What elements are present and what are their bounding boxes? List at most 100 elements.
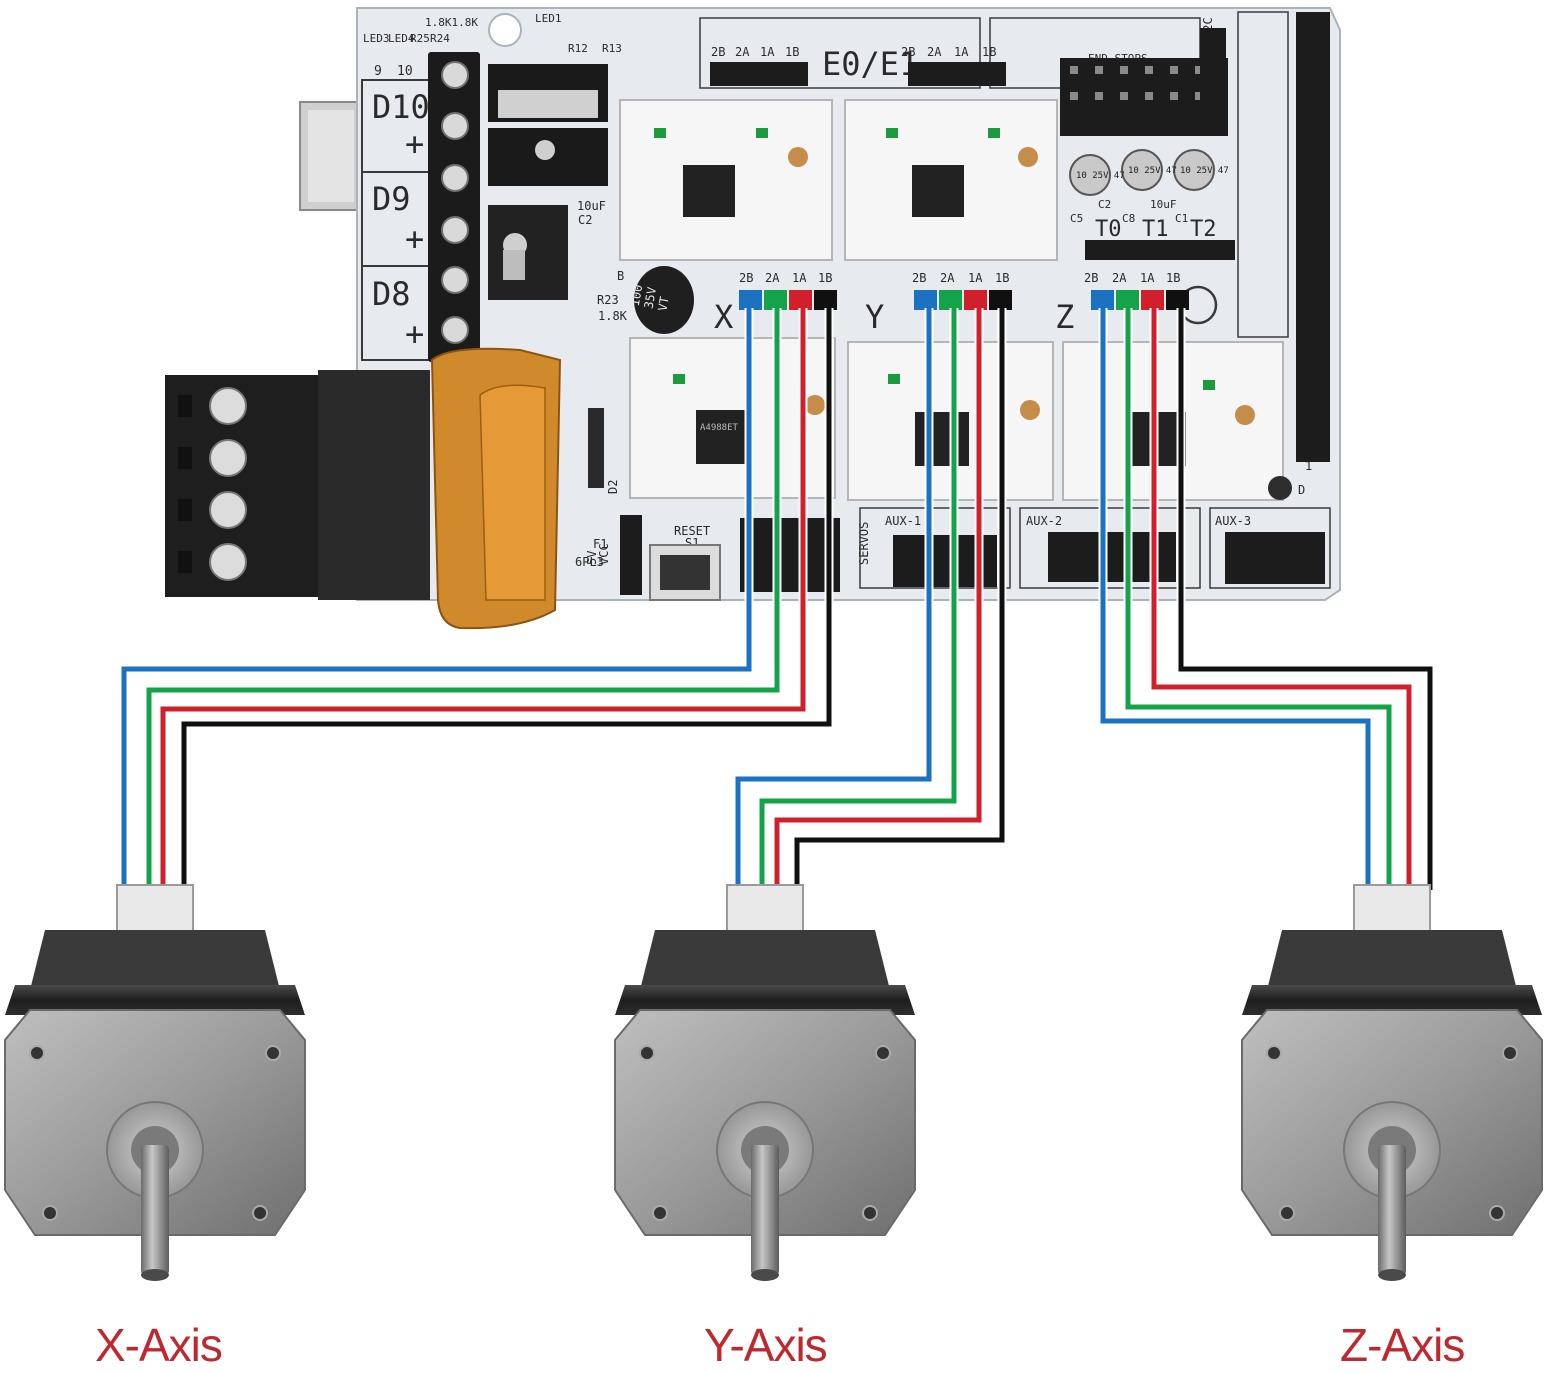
svg-text:+: +	[405, 315, 424, 353]
right-header-strip	[1200, 11, 1330, 462]
extruder-driver-2	[844, 99, 1058, 261]
svg-text:10uF: 10uF	[577, 199, 606, 213]
y-wire-black	[794, 308, 1005, 890]
z-axis-label: Z-Axis	[1340, 1319, 1465, 1371]
svg-text:R12: R12	[568, 42, 588, 55]
x-header-pin-red	[789, 290, 812, 310]
x-header-pin-green	[764, 290, 787, 310]
mosfets	[488, 64, 608, 300]
svg-text:1A: 1A	[760, 45, 775, 59]
svg-text:LED3: LED3	[363, 32, 390, 45]
svg-text:R24: R24	[430, 32, 450, 45]
z-wire-green	[1125, 308, 1392, 890]
z-wire-blue	[1100, 308, 1371, 890]
y-motor-shaft	[751, 1145, 779, 1275]
svg-text:D2: D2	[606, 480, 620, 494]
svg-text:C1: C1	[1175, 212, 1188, 225]
x-motor-shaft	[141, 1145, 169, 1275]
svg-text:R13: R13	[602, 42, 622, 55]
output-screw-terminal	[428, 52, 480, 362]
svg-text:2A: 2A	[1112, 271, 1127, 285]
svg-text:10 25V 47: 10 25V 47	[1076, 171, 1125, 181]
svg-text:C8: C8	[1122, 212, 1135, 225]
z-header-pin-blue	[1091, 290, 1114, 310]
svg-text:2A: 2A	[735, 45, 750, 59]
svg-text:2B: 2B	[1084, 271, 1098, 285]
thermistor-labels: T0 T1 T2	[1095, 217, 1217, 242]
svg-text:C2: C2	[1098, 198, 1111, 211]
svg-text:X: X	[714, 298, 733, 336]
y-stepper-motor	[614, 884, 916, 1281]
svg-text:1A: 1A	[1140, 271, 1155, 285]
svg-text:2B: 2B	[739, 271, 753, 285]
x-header-pin-blue	[739, 290, 762, 310]
svg-text:Y: Y	[865, 298, 884, 336]
extruder-headers	[710, 62, 1006, 86]
electrolytic-caps: 10 25V 47 10 25V 47 10 25V 47	[1069, 149, 1229, 196]
svg-text:2B: 2B	[711, 45, 725, 59]
axis-header-labels: X Y Z	[714, 285, 1218, 336]
z-header-pin-black	[1166, 290, 1189, 310]
svg-text:+: +	[405, 125, 424, 163]
stepper-motors	[4, 884, 1543, 1281]
svg-text:6PL3: 6PL3	[575, 555, 604, 569]
top-left-silkscreen: LED3 LED4 R25 R24 1.8K1.8K 9 10 LED1 R12…	[363, 12, 622, 79]
top-pin-labels: 2B 2A 1A 1B 2B 2A 1A 1B	[711, 45, 996, 59]
svg-text:SERVOS: SERVOS	[857, 522, 871, 565]
svg-text:C5: C5	[1070, 212, 1083, 225]
svg-text:D8: D8	[372, 275, 411, 313]
svg-text:1: 1	[1305, 459, 1312, 473]
svg-text:R25: R25	[410, 32, 430, 45]
y-header-pin-blue	[914, 290, 937, 310]
svg-text:R23: R23	[597, 293, 619, 307]
svg-text:1B: 1B	[982, 45, 996, 59]
cap-labels: C2 10uF C5 C8 C1	[1070, 198, 1188, 225]
svg-text:RESET: RESET	[674, 524, 710, 538]
z-wire-black	[1178, 308, 1433, 890]
svg-text:1A: 1A	[968, 271, 983, 285]
axis-pin-labels: 2B 2A 1A 1B 2B 2A 1A 1B 2B 2A 1A 1B	[739, 271, 1180, 285]
x-wire-black	[181, 308, 832, 890]
svg-text:A4988ET: A4988ET	[700, 423, 739, 433]
svg-text:2B: 2B	[912, 271, 926, 285]
svg-text:2A: 2A	[765, 271, 780, 285]
x-stepper-motor	[4, 884, 306, 1281]
svg-text:VT: VT	[655, 295, 671, 312]
svg-text:Z: Z	[1055, 298, 1074, 336]
z-header-pin-red	[1141, 290, 1164, 310]
y-header-pin-black	[989, 290, 1012, 310]
svg-text:2A: 2A	[927, 45, 942, 59]
y-motor-connector	[726, 884, 804, 932]
svg-text:T0: T0	[1095, 217, 1122, 242]
y-axis-label: Y-Axis	[704, 1319, 828, 1371]
svg-text:D10: D10	[372, 88, 430, 126]
x-axis-label: X-Axis	[95, 1319, 223, 1371]
x-wire-red	[160, 308, 806, 890]
svg-text:1.8K1.8K: 1.8K1.8K	[425, 16, 478, 29]
x-header-pin-black	[814, 290, 837, 310]
x-motor-connector	[116, 884, 194, 932]
svg-text:2B: 2B	[901, 45, 915, 59]
svg-text:1B: 1B	[1166, 271, 1180, 285]
svg-text:T2: T2	[1190, 217, 1217, 242]
x-wire-green	[146, 308, 780, 890]
svg-text:LED4: LED4	[388, 32, 415, 45]
z-stepper-motor	[1241, 884, 1543, 1281]
stepper-wires	[119, 290, 1435, 890]
power-input-terminal	[165, 370, 430, 600]
svg-text:1.8K: 1.8K	[598, 309, 628, 323]
svg-text:10: 10	[397, 64, 413, 79]
svg-text:5V: 5V	[585, 551, 599, 565]
y-header-pin-red	[964, 290, 987, 310]
bulk-capacitor: 100 35V VT	[628, 266, 694, 334]
svg-text:10 25V 47: 10 25V 47	[1180, 166, 1229, 176]
z-motor-shaft	[1378, 1145, 1406, 1275]
svg-text:AUX-3: AUX-3	[1215, 514, 1251, 528]
svg-text:T1: T1	[1142, 217, 1169, 242]
svg-text:B: B	[617, 269, 624, 283]
svg-text:VCC: VCC	[597, 543, 611, 565]
svg-text:100: 100	[628, 284, 646, 308]
svg-text:C2: C2	[578, 213, 592, 227]
y-wire-blue	[735, 308, 932, 890]
